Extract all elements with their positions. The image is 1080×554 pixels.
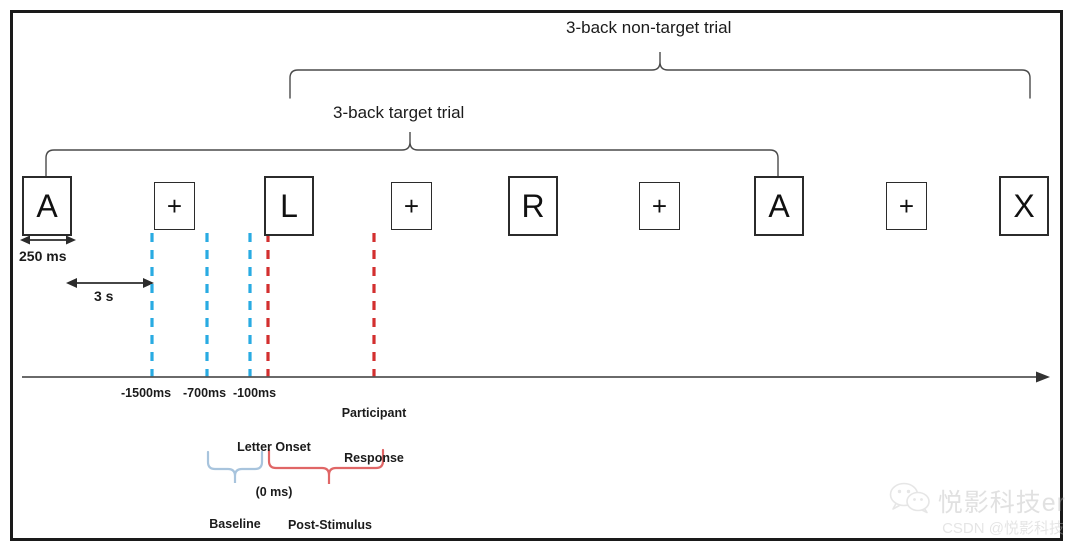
brace-label-target: 3-back target trial [333, 103, 465, 122]
label-letter-onset-line1: Letter Onset [237, 439, 311, 454]
label-post-stimulus-line1: Post-Stimulus [287, 517, 373, 532]
stimulus-box-8-fixation[interactable]: + [886, 182, 927, 230]
label-participant-response-line1: Participant [341, 405, 407, 420]
label-soa-duration: 3 s [94, 288, 114, 304]
tick-label-minus700ms: -700ms [183, 386, 227, 400]
label-baseline-reference-period: Baseline Reference Period [185, 486, 285, 554]
stimulus-box-2-fixation[interactable]: + [154, 182, 195, 230]
figure-border [10, 10, 1063, 541]
tick-label-minus1500ms: -1500ms [121, 386, 172, 400]
label-participant-response-line2: Response [344, 451, 404, 466]
stimulus-box-1-letter-a[interactable]: A [22, 176, 72, 236]
stimulus-box-7-letter-a[interactable]: A [754, 176, 804, 236]
brace-label-non-target: 3-back non-target trial [566, 18, 732, 37]
label-baseline-line1: Baseline [209, 516, 261, 531]
stimulus-box-9-letter-x[interactable]: X [999, 176, 1049, 236]
label-post-stimulus-window: Post-Stimulus Window [275, 487, 385, 554]
tick-label-minus100ms: -100ms [233, 386, 277, 400]
stimulus-box-5-letter-r[interactable]: R [508, 176, 558, 236]
label-stimulus-duration: 250 ms [19, 248, 67, 264]
stimulus-box-6-fixation[interactable]: + [639, 182, 680, 230]
label-participant-response: Participant Response [316, 375, 432, 497]
label-letter-onset: Letter Onset (0 ms) [214, 409, 334, 531]
label-letter-onset-line2: (0 ms) [255, 485, 293, 500]
stimulus-box-4-fixation[interactable]: + [391, 182, 432, 230]
stimulus-box-3-letter-l[interactable]: L [264, 176, 314, 236]
